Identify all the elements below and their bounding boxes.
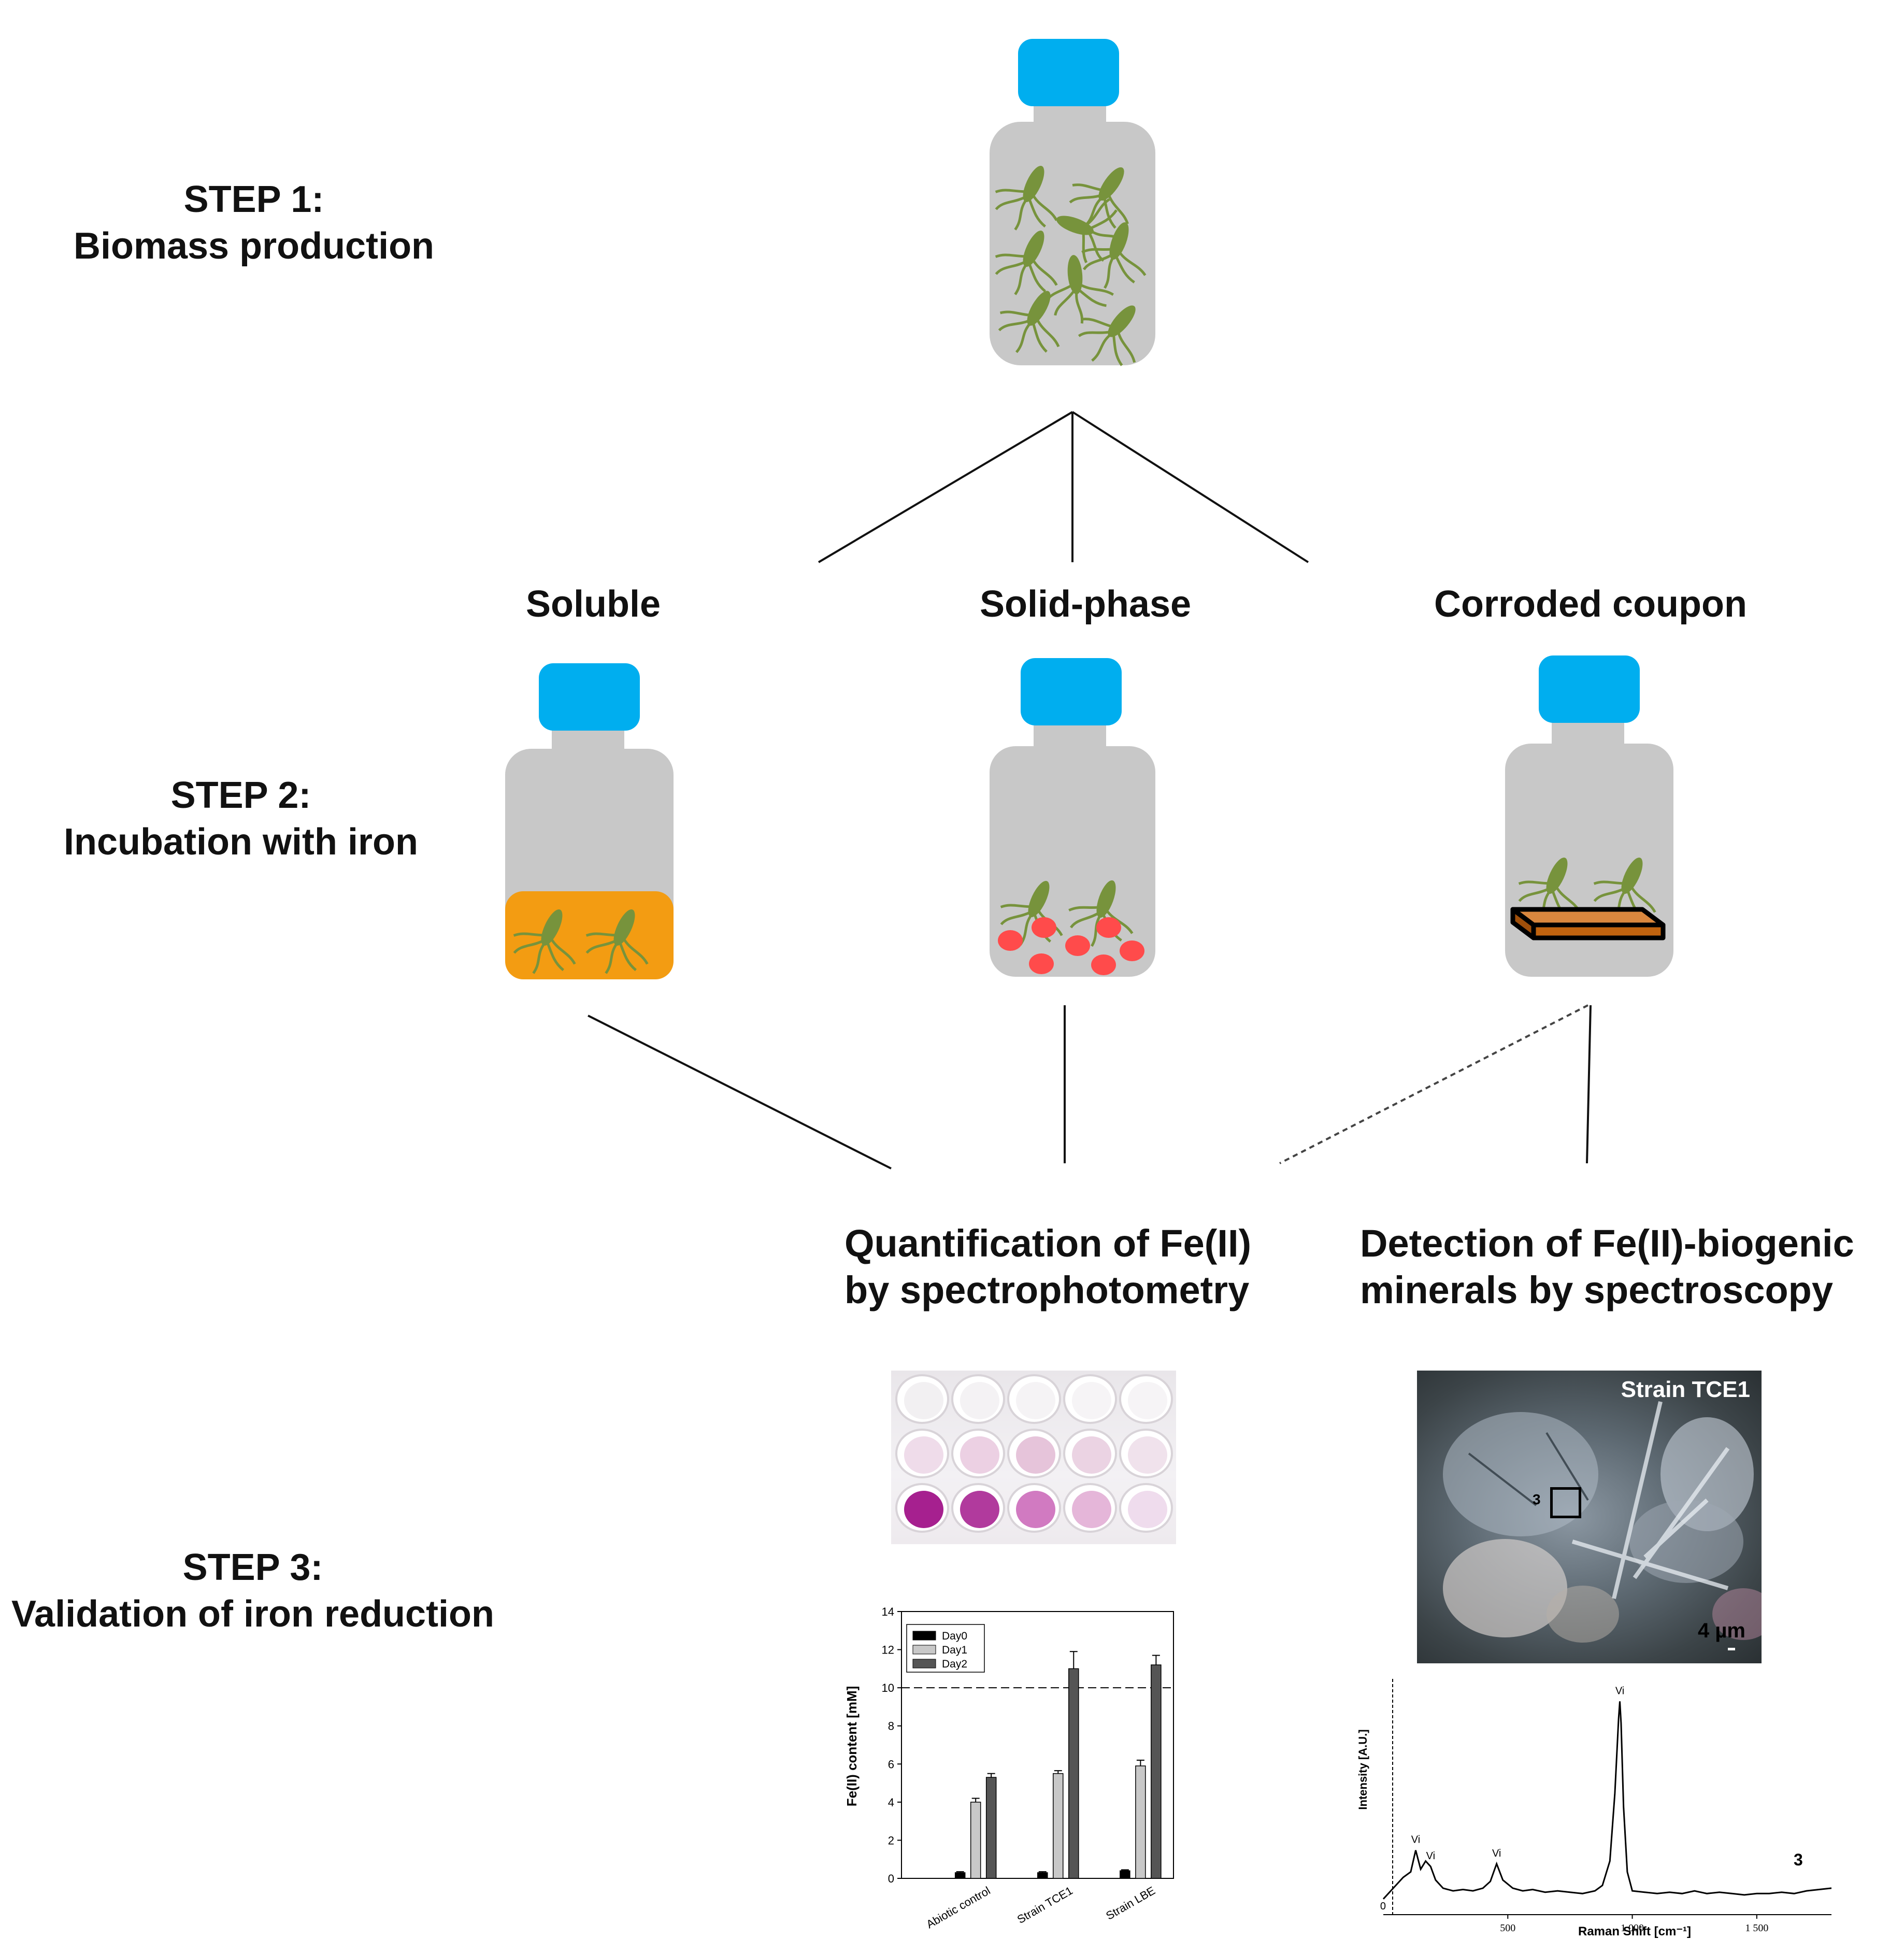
iron-particles [998, 917, 1144, 975]
plate-well-solution [904, 1436, 943, 1474]
micrograph-photo: Strain TCE1 3 4 µm [1417, 1371, 1762, 1663]
scale-bar-label: 4 µm [1698, 1619, 1745, 1642]
bottle-cap-icon [539, 663, 640, 731]
biomass-bottle [984, 39, 1162, 382]
dashed-connector [1279, 1004, 1588, 1164]
plate-well-solution [960, 1491, 999, 1528]
bottle-cap-icon [1021, 658, 1122, 725]
plate-well-solution [1016, 1382, 1055, 1419]
plate-well-solution [960, 1436, 999, 1474]
method-detection-line2: minerals by spectroscopy [1360, 1268, 1834, 1311]
branch-label-corroded-coupon: Corroded coupon [1434, 583, 1747, 625]
method-quantification-line1: Quantification of Fe(II) [844, 1222, 1252, 1265]
branch-connectors [818, 411, 1309, 563]
scale-bar [1728, 1648, 1735, 1650]
step3-subtitle: Validation of iron reduction [11, 1593, 495, 1635]
plate-well-solution [1072, 1382, 1111, 1419]
solid-phase-bottle [990, 658, 1155, 977]
step2-title: STEP 2: [170, 775, 311, 816]
micrograph-crystals [1443, 1401, 1762, 1643]
step1-subtitle: Biomass production [73, 225, 435, 267]
plate-well-solution [904, 1382, 943, 1419]
coupon-bottle [1505, 655, 1673, 977]
plate-well-solution [960, 1382, 999, 1419]
coupon-icon [1510, 907, 1666, 940]
plate-well-solution [1016, 1436, 1055, 1474]
plate-well-solution [1016, 1491, 1055, 1528]
plate-well-solution [1128, 1491, 1167, 1528]
step3-title: STEP 3: [182, 1547, 323, 1588]
method-quantification-line2: by spectrophotometry [844, 1268, 1250, 1311]
method-detection-line1: Detection of Fe(II)-biogenic [1360, 1222, 1854, 1265]
microplate-wells [895, 1374, 1173, 1533]
soluble-bottle [503, 663, 674, 988]
bottle-cap-icon [1018, 39, 1119, 106]
plate-well-solution [1072, 1491, 1111, 1528]
plate-well-solution [1072, 1436, 1111, 1474]
method-connectors [588, 1005, 1592, 1170]
roi-label: 3 [1533, 1491, 1541, 1507]
step1-title: STEP 1: [183, 179, 324, 220]
step2-subtitle: Incubation with iron [64, 821, 418, 863]
roi-box [1550, 1487, 1581, 1518]
microplate-photo [891, 1371, 1176, 1544]
micrograph-title: Strain TCE1 [1621, 1377, 1750, 1402]
plate-well-solution [1128, 1382, 1167, 1419]
plate-well-solution [1128, 1436, 1167, 1474]
bottle-cap-icon [1539, 655, 1640, 723]
branch-label-soluble: Soluble [525, 583, 661, 625]
plate-well-solution [904, 1491, 943, 1528]
branch-label-solid-phase: Solid-phase [979, 583, 1192, 625]
